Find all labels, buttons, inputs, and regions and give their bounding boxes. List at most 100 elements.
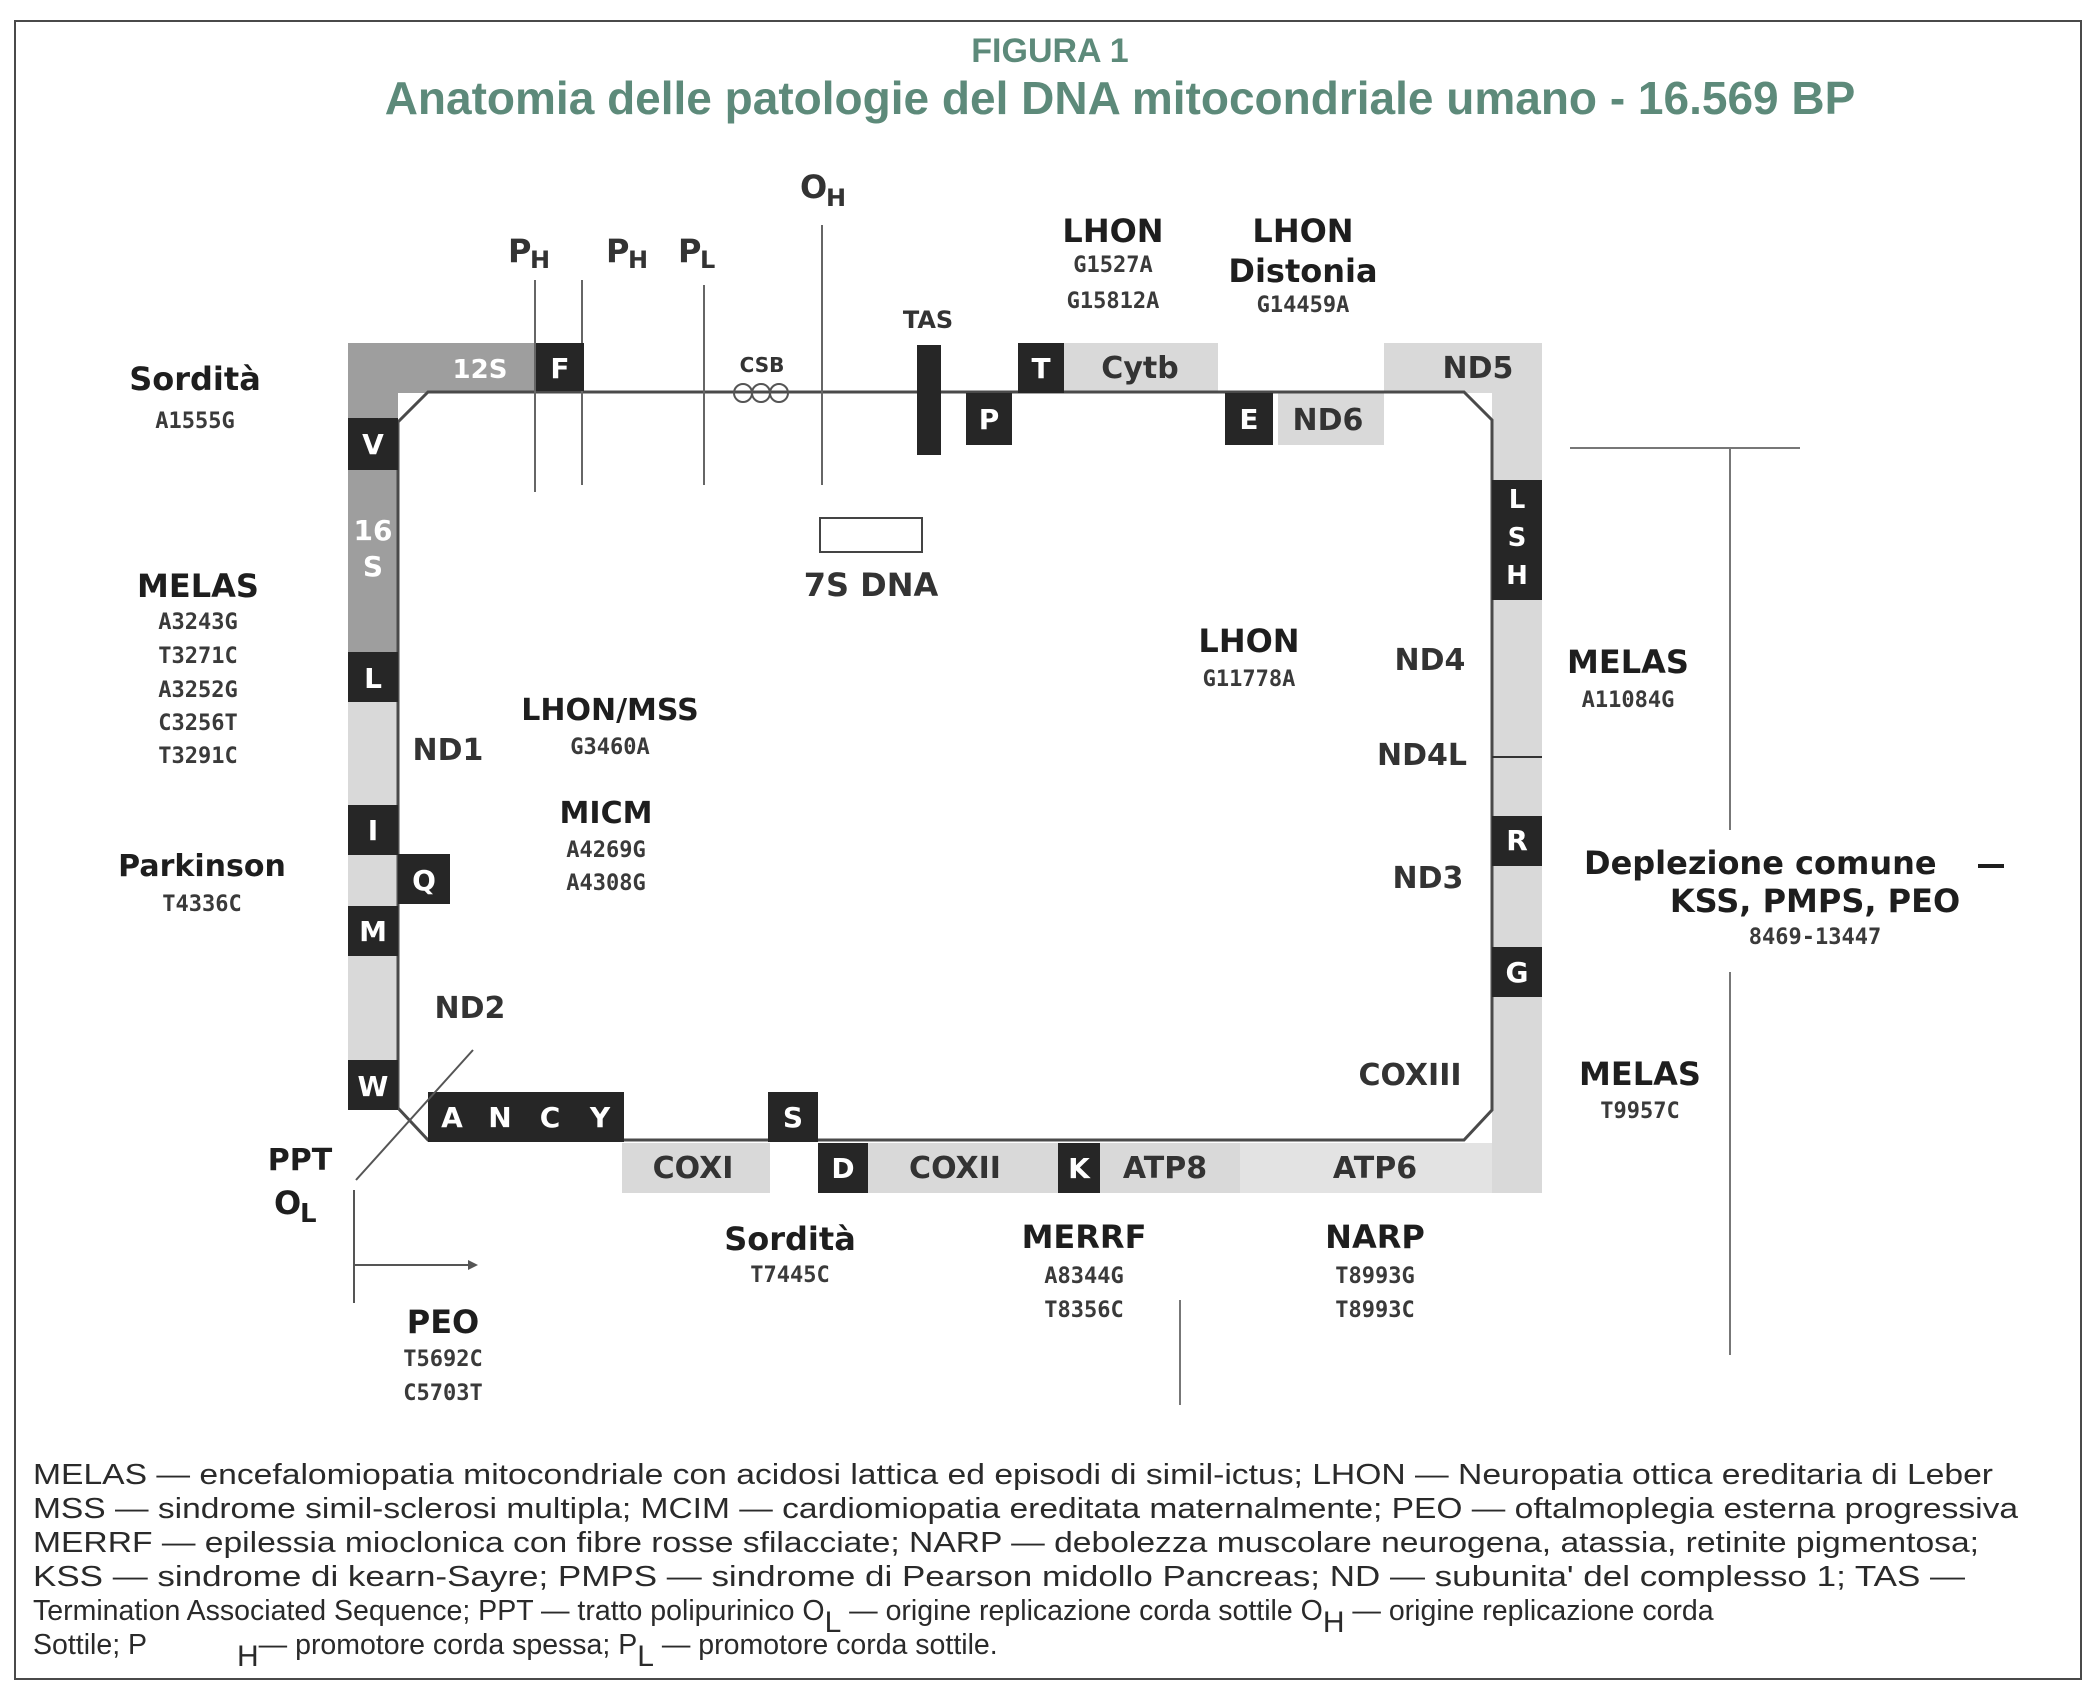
svg-text:O: O <box>800 168 827 206</box>
label-tas: TAS <box>903 306 953 334</box>
mut-a4269g: A4269G <box>566 838 645 863</box>
marker-pl: P L <box>678 232 715 274</box>
svg-text:H: H <box>826 184 846 212</box>
svg-text:P: P <box>508 232 531 270</box>
marker-lines <box>534 225 823 492</box>
band-coxii <box>868 1143 1058 1193</box>
label-e: E <box>1239 403 1258 436</box>
mut-g3460a: G3460A <box>570 735 649 760</box>
deletion-line2: KSS, PMPS, PEO <box>1670 882 1960 920</box>
label-nd5: ND5 <box>1443 351 1514 386</box>
mut-a4308g: A4308G <box>566 871 645 896</box>
label-nd1: ND1 <box>413 733 484 768</box>
svg-text:H: H <box>628 246 648 274</box>
svg-text:O: O <box>274 1184 301 1222</box>
mut-a8344g: A8344G <box>1044 1264 1123 1289</box>
disease-lhon-distonia: LHON <box>1252 212 1353 250</box>
label-nd3: ND3 <box>1393 861 1464 896</box>
label-coxii: COXII <box>909 1151 1001 1186</box>
mut-a3252g: A3252G <box>158 678 237 703</box>
label-nd4: ND4 <box>1395 643 1466 678</box>
disease-sordita-bottom: Sordità <box>724 1220 856 1258</box>
mut-t8993g: T8993G <box>1335 1264 1414 1289</box>
mut-t9957c: T9957C <box>1600 1099 1679 1124</box>
ol-lines <box>353 1049 474 1303</box>
label-p: P <box>979 403 1000 436</box>
svg-text:P: P <box>606 232 629 270</box>
mut-g14459a: G14459A <box>1257 293 1350 318</box>
disease-lhon-mss: LHON/MSS <box>521 693 699 728</box>
mut-t4336c: T4336C <box>162 892 241 917</box>
label-f: F <box>550 352 569 385</box>
label-l: L <box>364 662 382 695</box>
tas-bar <box>917 345 941 455</box>
disease-sordita-top: Sordità <box>129 360 261 398</box>
disease-melas-right: MELAS <box>1567 643 1689 681</box>
trna-boxes <box>348 343 1542 1193</box>
band-16s <box>348 343 398 658</box>
band-nd5 <box>1384 343 1542 393</box>
figure-frame <box>14 20 2082 1680</box>
label-d: D <box>831 1152 854 1185</box>
band-coxi <box>622 1143 770 1193</box>
figure-title: Anatomia delle patologie del DNA mitocon… <box>385 72 1856 124</box>
label-nd4l: ND4L <box>1377 738 1467 773</box>
deletion-line1: Deplezione comune <box>1584 844 1937 882</box>
marker-ol: O L <box>274 1184 317 1229</box>
mut-a11084g: A11084G <box>1582 688 1675 713</box>
label-nd6: ND6 <box>1293 403 1364 438</box>
legend-line-1: MELAS — encefalomiopatia mitocondriale c… <box>33 1459 1994 1491</box>
band-cytb <box>1060 343 1218 393</box>
label-csb: CSB <box>740 353 785 377</box>
label-g: G <box>1506 956 1529 989</box>
svg-text:P: P <box>678 232 701 270</box>
ol-arrowhead <box>468 1260 478 1270</box>
mut-a3243g: A3243G <box>158 610 237 635</box>
mut-t8356c: T8356C <box>1044 1298 1123 1323</box>
band-nd1-nd2 <box>348 658 398 1083</box>
band-nd6 <box>1278 393 1384 445</box>
disease-lhon-center: LHON <box>1198 622 1299 660</box>
disease-micm: MICM <box>560 796 653 831</box>
disease-parkinson: Parkinson <box>118 849 286 884</box>
marker-oh: O H <box>800 168 846 212</box>
mut-c5703t: C5703T <box>403 1381 482 1406</box>
label-16s-b: S <box>363 550 383 583</box>
label-r: R <box>1506 824 1528 857</box>
mut-t7445c: T7445C <box>750 1263 829 1288</box>
mut-g11778a: G11778A <box>1203 667 1296 692</box>
label-lsh-l: L <box>1509 485 1526 515</box>
mut-g1527a: G1527A <box>1073 253 1152 278</box>
label-k: K <box>1068 1152 1091 1185</box>
label-lsh-s: S <box>1508 523 1527 553</box>
seven-s-box <box>819 517 923 553</box>
label-s: S <box>783 1101 803 1134</box>
label-q: Q <box>412 864 436 897</box>
marker-ph-1: P H <box>508 232 550 274</box>
label-ppt: PPT <box>268 1143 333 1178</box>
disease-peo: PEO <box>407 1303 480 1341</box>
marker-ph-2: P H <box>606 232 648 274</box>
label-m: M <box>359 915 387 948</box>
disease-lhon-top: LHON <box>1062 212 1163 250</box>
disease-merrf: MERRF <box>1022 1218 1147 1256</box>
disease-melas-right2: MELAS <box>1579 1055 1701 1093</box>
mut-c3256t: C3256T <box>158 711 237 736</box>
ring-line <box>396 390 1494 1142</box>
label-i: I <box>368 814 378 847</box>
band-atp6 <box>1240 1143 1492 1193</box>
legend-line-3: MERRF — epilessia mioclonica con fibre r… <box>33 1527 1979 1559</box>
label-v: V <box>362 428 384 461</box>
mut-g15812a: G15812A <box>1067 289 1160 314</box>
disease-distonia: Distonia <box>1228 252 1377 290</box>
label-w: W <box>358 1070 389 1103</box>
svg-text:H: H <box>530 246 550 274</box>
mut-t3291c: T3291C <box>158 744 237 769</box>
mut-t8993c: T8993C <box>1335 1298 1414 1323</box>
band-atp8 <box>1100 1143 1240 1193</box>
legend: MELAS — encefalomiopatia mitocondriale c… <box>33 1459 2018 1673</box>
label-t: T <box>1031 352 1050 385</box>
legend-line-2: MSS — sindrome simil-sclerosi multipla; … <box>33 1493 2018 1525</box>
label-7s-dna: 7S DNA <box>804 566 939 604</box>
